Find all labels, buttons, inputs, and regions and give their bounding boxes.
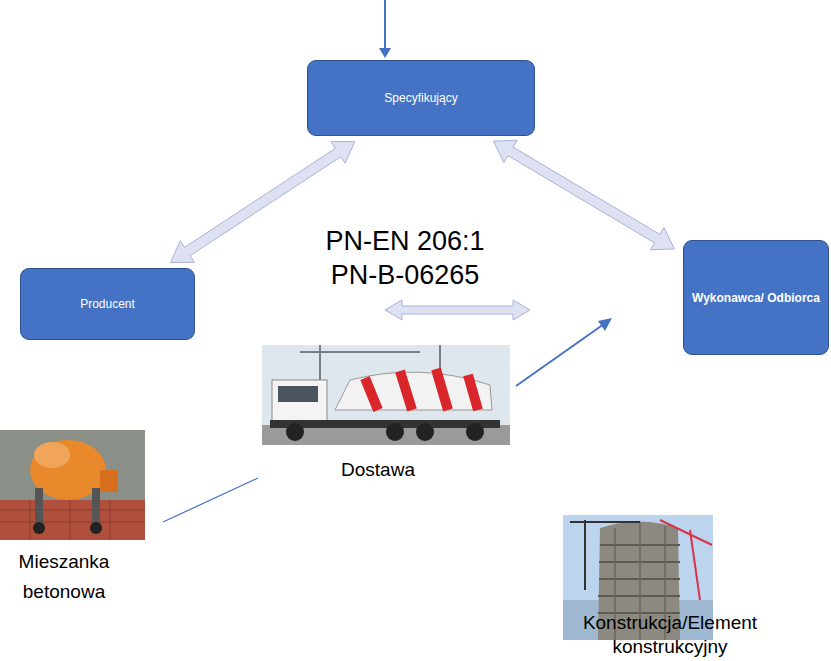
delivery-arrow (516, 318, 612, 386)
actor-box: Wykonawca/ Odbiorca (683, 240, 829, 355)
incoming-arrow (379, 0, 391, 58)
standard-label: PN-EN 206:1 (290, 224, 520, 258)
standard-label: PN-B-06265 (290, 258, 520, 292)
double-arrow-connector (493, 140, 674, 250)
caption-label: Dostawa (318, 458, 438, 482)
truck-picture (262, 345, 510, 445)
actor-box: Specyfikujący (307, 60, 535, 136)
caption-label: Mieszanka betonowa (0, 547, 128, 607)
actor-box: Producent (20, 268, 195, 340)
caption-label: Konstrukcja/Element konstrukcyjny (540, 611, 800, 659)
box-text: Producent (80, 296, 135, 312)
box-text: Specyfikujący (384, 90, 457, 106)
double-arrow (385, 300, 530, 320)
leader-line (163, 478, 258, 522)
mixer-picture (0, 430, 145, 540)
box-text: Wykonawca/ Odbiorca (692, 290, 820, 306)
